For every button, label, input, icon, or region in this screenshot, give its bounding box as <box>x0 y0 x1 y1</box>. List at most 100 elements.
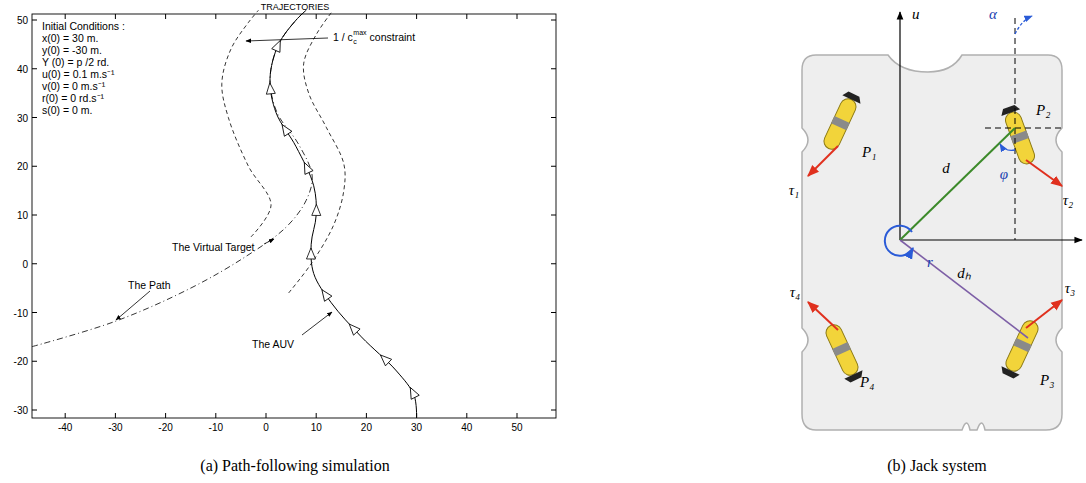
symbol-label: P₃ <box>1040 372 1054 389</box>
vehicle-marker <box>278 122 292 136</box>
tick-mark <box>65 14 66 19</box>
tick-mark <box>32 410 37 411</box>
tick-mark <box>32 20 37 21</box>
symbol-label: P₄ <box>860 374 874 391</box>
vehicle-outline <box>802 55 1062 430</box>
annotation-label: Initial Conditions : <box>42 20 125 32</box>
tick-label: 50 <box>17 15 28 26</box>
tick-mark <box>115 413 116 418</box>
tick-mark <box>551 361 556 362</box>
leader-line <box>116 291 150 320</box>
tick-mark <box>466 14 467 19</box>
symbol-label: d <box>942 160 950 177</box>
tick-mark <box>551 117 556 118</box>
tick-mark <box>32 263 37 264</box>
tick-label: -40 <box>58 422 72 433</box>
annotation-label: v(0) = 0 m.s⁻¹ <box>42 79 105 93</box>
panel-caption: (a) Path-following simulation <box>200 457 389 475</box>
annotation-label: max <box>353 29 366 36</box>
thrust-arrow <box>808 146 838 176</box>
tick-label: 10 <box>311 422 322 433</box>
symbol-label: u <box>912 6 920 23</box>
tick-label: 10 <box>17 210 28 221</box>
tick-label: 30 <box>17 112 28 123</box>
vehicle-marker <box>377 352 391 366</box>
tick-mark <box>32 312 37 313</box>
tick-mark <box>215 413 216 418</box>
vehicle-marker <box>300 161 313 175</box>
reference-path <box>32 10 312 346</box>
annotation-label: The AUV <box>252 338 294 350</box>
thruster <box>999 317 1042 380</box>
rotation-arrow <box>885 226 913 256</box>
vehicle-marker <box>265 82 275 94</box>
plot-frame <box>32 14 556 418</box>
vehicle-marker <box>318 287 332 301</box>
leader-line <box>264 239 274 244</box>
tick-mark <box>517 413 518 418</box>
tick-mark <box>366 14 367 19</box>
tick-label: -30 <box>108 422 122 433</box>
tick-mark <box>32 361 37 362</box>
tick-label: -20 <box>158 422 172 433</box>
tick-mark <box>165 14 166 19</box>
tick-mark <box>115 14 116 19</box>
constraint-arrow <box>246 38 328 41</box>
thruster <box>820 90 863 153</box>
constraint-curve <box>289 13 346 293</box>
vehicle-marker <box>272 39 285 53</box>
symbol-label: P₂ <box>1036 102 1050 119</box>
constraint-curve <box>222 10 271 237</box>
symbol-label: r <box>927 254 933 271</box>
thrust-arrow <box>808 302 838 330</box>
thrust-arrow <box>1026 160 1062 186</box>
tick-mark <box>165 413 166 418</box>
annotation-label: Y (0) = p /2 rd. <box>42 56 109 68</box>
tick-mark <box>215 14 216 19</box>
tick-mark <box>551 20 556 21</box>
vehicle-marker <box>312 204 321 215</box>
vehicle-marker <box>306 248 315 259</box>
symbol-label: τ₁ <box>789 182 800 199</box>
annotation-label: r(0) = 0 rd.s⁻¹ <box>42 91 104 105</box>
tick-label: 0 <box>263 422 269 433</box>
annotation-label: u(0) = 0.1 m.s⁻¹ <box>42 67 115 81</box>
reference-line <box>985 128 1062 129</box>
tick-label: 40 <box>461 422 472 433</box>
tick-label: 40 <box>17 63 28 74</box>
distance-line <box>900 128 1015 240</box>
tick-mark <box>551 215 556 216</box>
angle-arc <box>1000 144 1015 150</box>
axis-line <box>900 239 1082 240</box>
annotation-label: y(0) = -30 m. <box>42 44 102 56</box>
tick-label: -20 <box>14 356 28 367</box>
tick-mark <box>551 312 556 313</box>
annotation-label: constraint <box>370 31 416 43</box>
tick-label: -10 <box>14 307 28 318</box>
tick-mark <box>266 413 267 418</box>
annotation-label: s(0) = 0 m. <box>42 104 92 116</box>
tick-mark <box>517 14 518 19</box>
distance-line <box>900 240 1028 338</box>
symbol-label: P₁ <box>862 144 876 161</box>
tick-label: 20 <box>361 422 372 433</box>
symbol-label: τ₂ <box>1063 192 1074 209</box>
tick-mark <box>551 263 556 264</box>
symbol-label: α <box>989 6 997 23</box>
symbol-label: τ₃ <box>1065 280 1076 297</box>
tick-mark <box>316 14 317 19</box>
tick-label: -10 <box>209 422 223 433</box>
leader-line <box>302 312 332 335</box>
tick-mark <box>366 413 367 418</box>
tick-mark <box>32 166 37 167</box>
tick-mark <box>266 14 267 19</box>
annotation-label: 1 / c <box>333 31 353 43</box>
symbol-label: τ₄ <box>790 284 801 301</box>
annotation-label: The Virtual Target <box>172 241 255 253</box>
tick-mark <box>316 413 317 418</box>
thruster <box>822 321 865 384</box>
axis-line <box>899 12 900 240</box>
annotation-label: c <box>353 38 357 45</box>
vehicle-marker <box>346 321 360 335</box>
